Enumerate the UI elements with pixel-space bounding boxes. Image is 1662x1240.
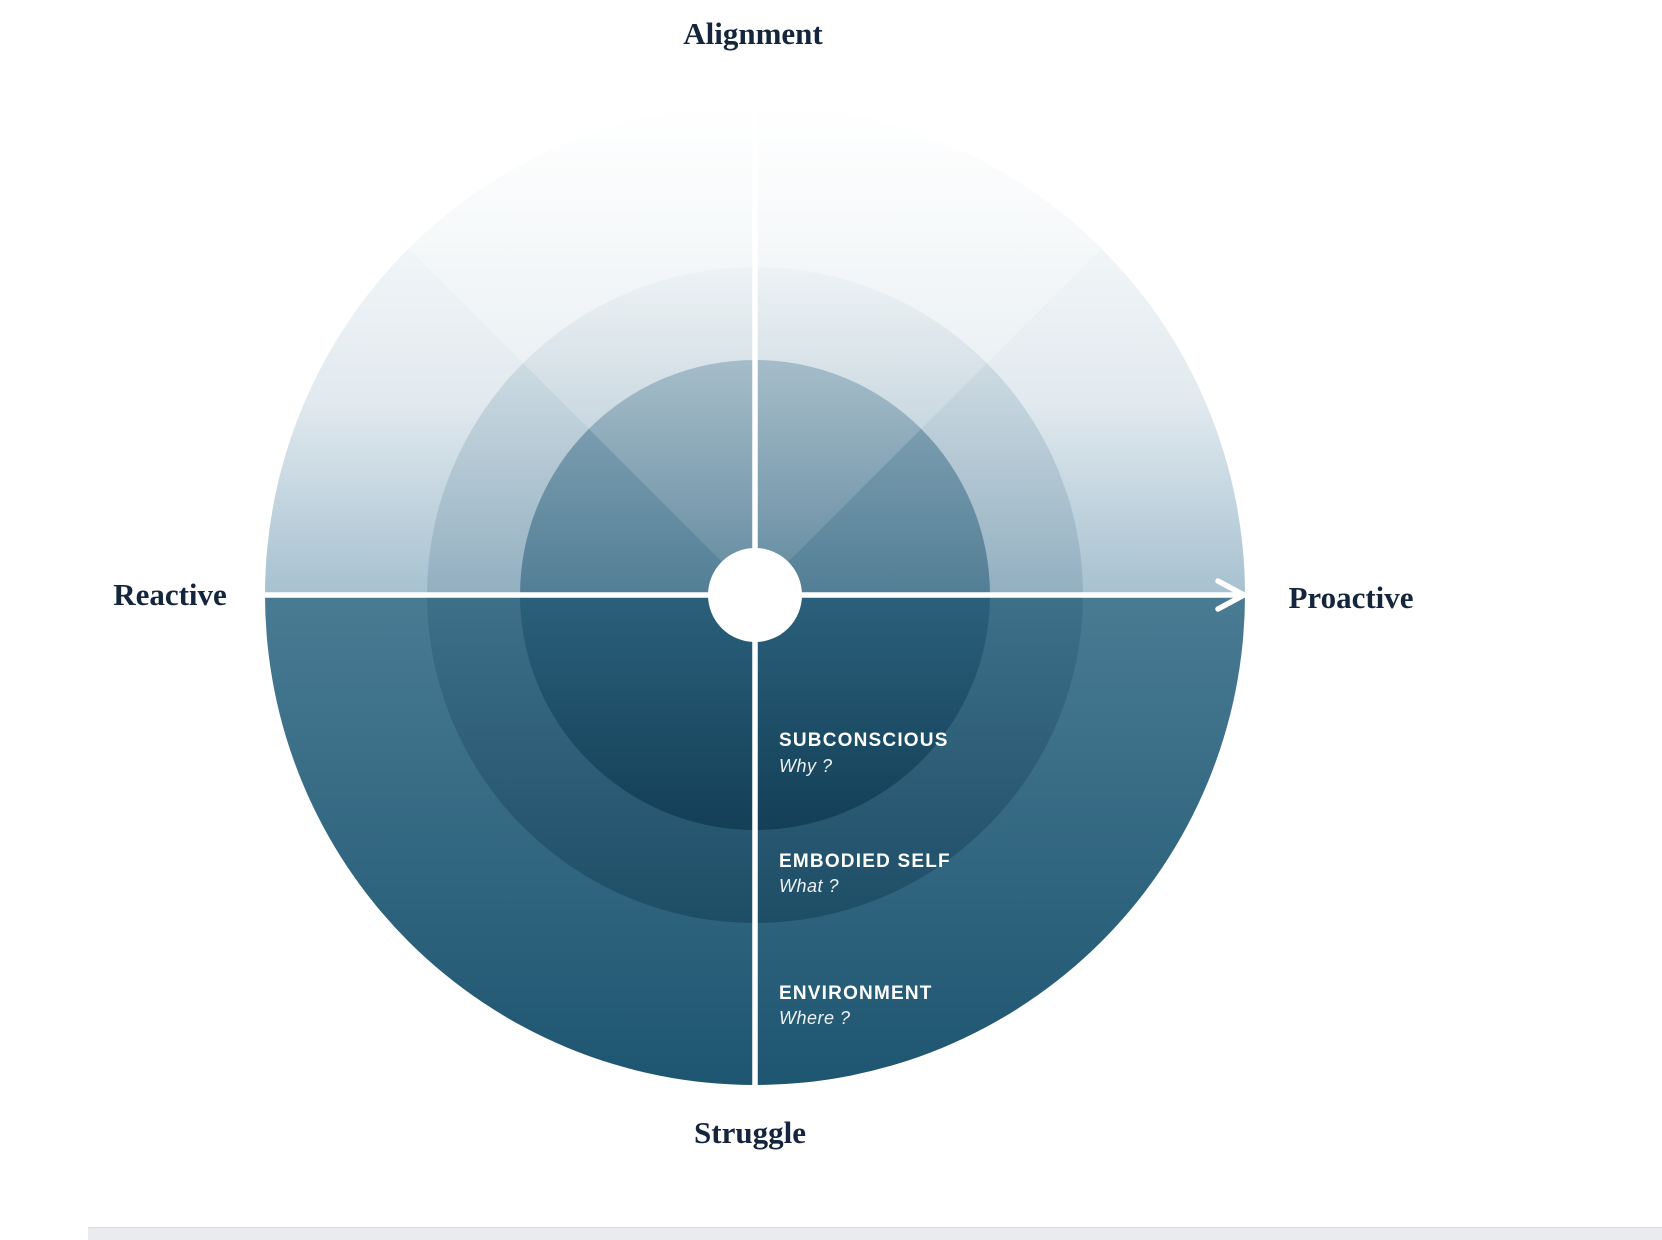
- ring-question-why: Why ?: [779, 756, 833, 776]
- ring-question-where: Where ?: [779, 1008, 851, 1028]
- ring-question-what: What ?: [779, 876, 839, 896]
- axis-label-reactive: Reactive: [113, 577, 227, 612]
- horizontal-scrollbar-track[interactable]: [88, 1227, 1662, 1240]
- axis-lines: [265, 105, 1247, 1085]
- ring-name-environment: ENVIRONMENT: [779, 983, 933, 1004]
- arrow-right-icon: [1215, 578, 1247, 612]
- ring-label-subconscious: SUBCONSCIOUS Why ?: [779, 730, 949, 776]
- center-dot: [708, 548, 802, 642]
- ring-name-subconscious: SUBCONSCIOUS: [779, 730, 949, 751]
- axis-label-alignment: Alignment: [683, 16, 823, 51]
- ring-label-environment: ENVIRONMENT Where ?: [779, 983, 933, 1028]
- ring-label-embodied-self: EMBODIED SELF What ?: [779, 851, 951, 896]
- axis-label-struggle: Struggle: [694, 1115, 806, 1150]
- ring-name-embodied-self: EMBODIED SELF: [779, 851, 951, 872]
- axis-label-proactive: Proactive: [1288, 580, 1413, 615]
